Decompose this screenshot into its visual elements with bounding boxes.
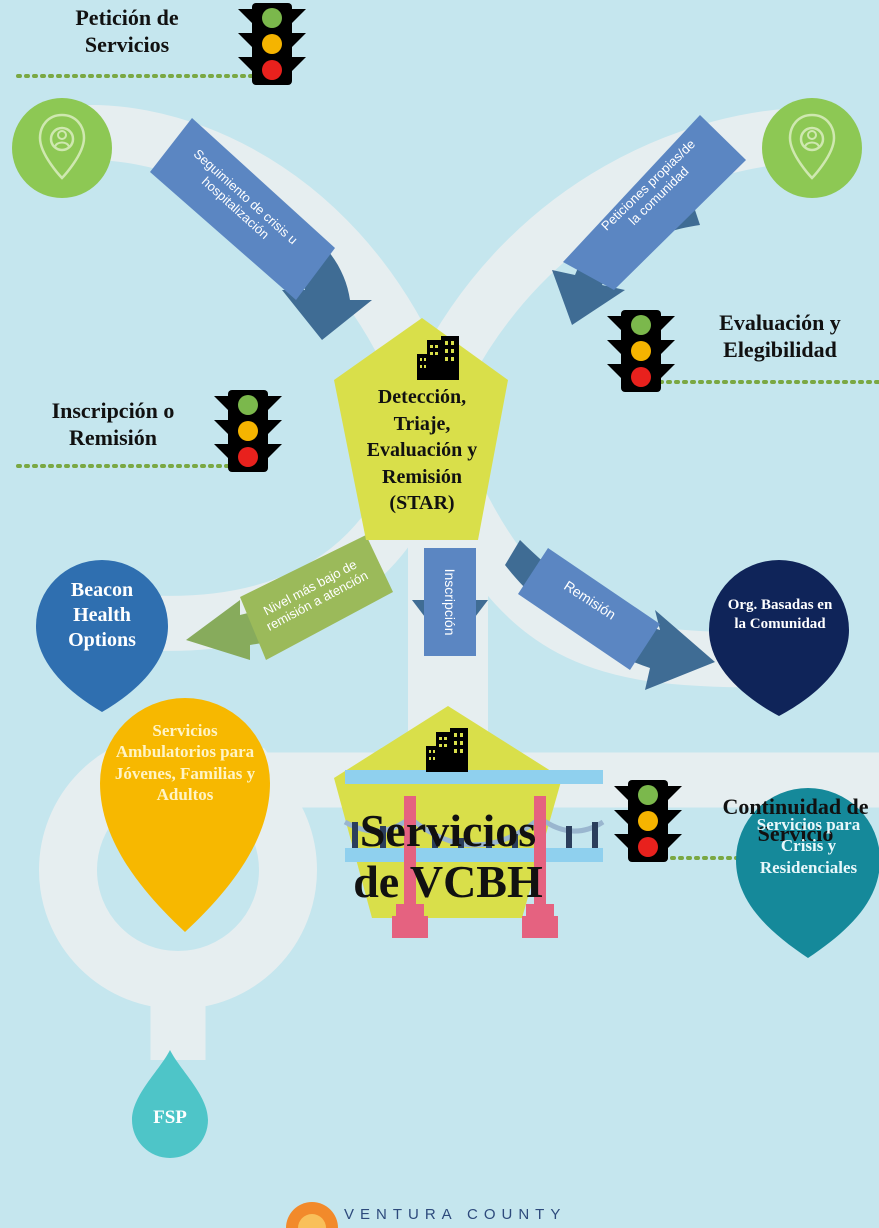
star-hub-label: Detección, Triaje, Evaluación y Remisión… bbox=[366, 386, 478, 515]
arrow-inscripcion bbox=[412, 548, 488, 656]
ambulatorios-pin bbox=[100, 698, 270, 932]
arrow-nivel bbox=[186, 535, 393, 660]
fsp-pin bbox=[132, 1050, 208, 1158]
beacon-pin bbox=[36, 560, 168, 712]
arrow-remision bbox=[505, 540, 715, 690]
traffic-light-icon bbox=[614, 780, 682, 862]
star-pentagon bbox=[334, 318, 508, 540]
vcbh-hub-label: Servicios de VCBH bbox=[353, 805, 543, 907]
stage-label-continuidad: Continuidad de Servicio bbox=[722, 794, 869, 846]
ventura-county-logo bbox=[286, 1202, 338, 1228]
ambulatorios-label: Servicios Ambulatorios para Jóvenes, Fam… bbox=[114, 721, 256, 804]
beacon-label: Beacon Health Options bbox=[68, 579, 136, 651]
org-pin bbox=[709, 560, 849, 716]
fsp-label: FSP bbox=[153, 1107, 187, 1128]
traffic-light-icon bbox=[607, 310, 675, 392]
vcbh-pentagon bbox=[334, 706, 562, 918]
location-pin-right bbox=[762, 98, 862, 198]
stage-label-inscripcion: Inscripción o Remisión bbox=[51, 398, 175, 450]
crisis-label: Servicios para Crisis y Residenciales bbox=[756, 815, 861, 877]
crisis-pin bbox=[736, 788, 879, 958]
building-icon bbox=[417, 336, 459, 380]
stage-label-peticion: Petición de Servicios bbox=[75, 5, 179, 57]
arrow-seguimiento bbox=[150, 118, 372, 340]
org-label: Org. Basadas en la Comunidad bbox=[727, 597, 833, 632]
stage-label-evaluacion: Evaluación y Elegibilidad bbox=[719, 310, 841, 362]
bridge bbox=[343, 770, 605, 938]
traffic-light-icon bbox=[238, 3, 306, 85]
traffic-light-icon bbox=[214, 390, 282, 472]
arrow-peticiones bbox=[552, 115, 746, 325]
logo-text: VENTURA COUNTY bbox=[344, 1206, 567, 1223]
location-pin-left bbox=[12, 98, 112, 198]
building-icon bbox=[426, 728, 468, 772]
arrow-label-inscripcion: Inscripción bbox=[442, 568, 459, 636]
